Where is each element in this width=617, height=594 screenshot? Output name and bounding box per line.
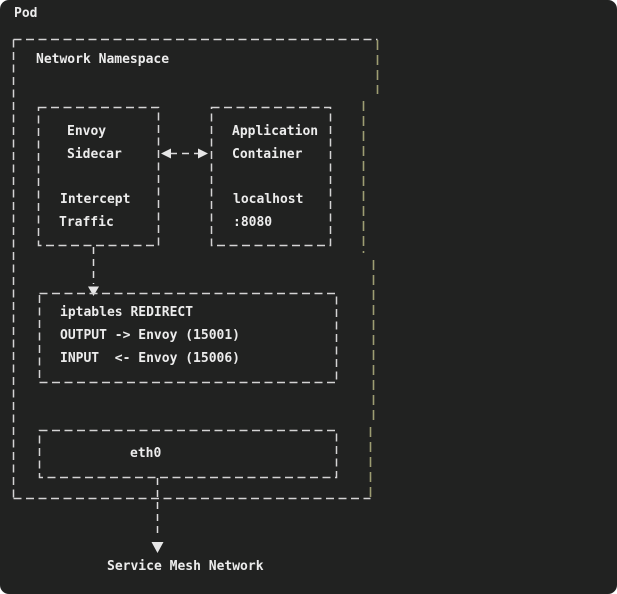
envoy-sidecar-box-border xyxy=(37,106,160,247)
intercept-line: Intercept xyxy=(60,192,131,207)
port-line: :8080 xyxy=(233,215,273,230)
pod-label: Pod xyxy=(14,6,38,21)
envoy-to-iptables-connector xyxy=(88,247,99,296)
left-right-arrow-icon xyxy=(161,148,208,159)
down-arrow-icon xyxy=(88,286,99,296)
application-line: Application xyxy=(232,124,319,139)
network-namespace-label: Network Namespace xyxy=(36,52,170,67)
iptables-box-border xyxy=(38,292,338,384)
iptables-title-line: iptables REDIRECT xyxy=(60,305,194,320)
traffic-line: Traffic xyxy=(59,215,114,230)
envoy-line: Envoy xyxy=(67,124,107,139)
application-container-box-border xyxy=(210,106,332,247)
container-line: Container xyxy=(232,147,303,162)
eth0-box-border xyxy=(38,429,338,479)
output-rule-line: OUTPUT -> Envoy (15001) xyxy=(60,328,241,343)
sidecar-line: Sidecar xyxy=(67,147,122,162)
eth0-label: eth0 xyxy=(130,446,162,461)
service-mesh-label: Service Mesh Network xyxy=(107,559,264,574)
pod-box-border-right xyxy=(362,40,379,498)
right-arrowhead xyxy=(198,148,208,159)
down-arrow-icon xyxy=(151,542,164,553)
localhost-line: localhost xyxy=(233,192,304,207)
left-arrowhead xyxy=(161,148,171,159)
eth0-to-mesh-connector xyxy=(151,478,164,553)
input-rule-line: INPUT <- Envoy (15006) xyxy=(60,351,241,366)
